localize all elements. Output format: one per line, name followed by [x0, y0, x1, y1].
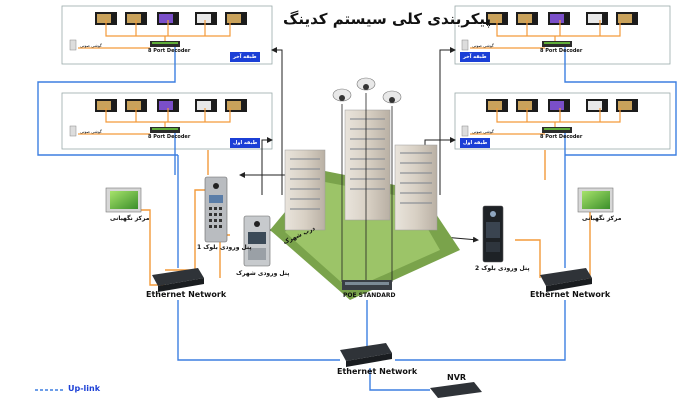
monitor-screen	[550, 101, 564, 110]
building-complex	[270, 109, 460, 300]
monitor-screen	[618, 101, 632, 110]
guard-label-left: مرکز نگهبانی	[110, 215, 150, 222]
monitor-screen	[159, 14, 173, 23]
guard-label-right: مرکز نگهبانی	[582, 215, 622, 222]
monitor-screen	[127, 101, 141, 110]
block1-panel-label: پنل ورودی بلوک 1	[197, 244, 252, 251]
decoder-label-mid-left: 8 Port Decoder	[148, 134, 191, 140]
nvr-label: NVR	[447, 373, 467, 382]
monitor-screen	[97, 101, 111, 110]
ethernet-label-left: Ethernet Network	[146, 290, 227, 299]
phone-label-mid-right: گوشی صوتی	[472, 129, 494, 134]
monitor-screen	[227, 101, 241, 110]
monitor-screen	[618, 14, 632, 23]
town-panel-label: پنل ورودی شهرک	[236, 270, 290, 277]
monitor-screen	[488, 101, 502, 110]
ethernet-label-center: Ethernet Network	[337, 367, 418, 376]
block2-panel-label: پنل ورودی بلوک 2	[475, 265, 530, 272]
decoder-top-left	[150, 41, 180, 47]
phone-label-mid-left: گوشی صوتی	[80, 129, 102, 134]
monitor-screen	[488, 14, 502, 23]
decoder-mid-left	[150, 127, 180, 133]
guard-monitor-right-icon	[577, 187, 614, 213]
floor-label-top-left: طبقه آخر	[230, 52, 260, 62]
phone-label-top-right: گوشی صوتی	[472, 43, 494, 48]
floor-label-mid-left: طبقه اول	[230, 138, 261, 148]
monitor-screen	[588, 101, 602, 110]
phone-label-top-left: گوشی صوتی	[80, 43, 102, 48]
nvr-icon	[430, 382, 482, 398]
poe-switch-icon	[342, 280, 392, 290]
monitor-screen	[97, 14, 111, 23]
monitor-screen	[159, 101, 173, 110]
decoder-label-top-right: 8 Port Decoder	[540, 48, 583, 54]
diagram-title: پیکربندی کلی سیستم کدینگ	[283, 10, 492, 28]
poe-label: POE STANDARD	[343, 292, 396, 299]
monitor-group	[95, 12, 638, 112]
decoder-mid-right	[542, 127, 572, 133]
floor-label-top-right: طبقه آخر	[460, 52, 490, 62]
monitor-screen	[127, 14, 141, 23]
monitor-screen	[197, 14, 211, 23]
monitor-screen	[550, 14, 564, 23]
floor-wiring	[78, 20, 621, 135]
decoder-label-mid-right: 8 Port Decoder	[540, 134, 583, 140]
dome-camera-icon	[332, 77, 402, 104]
ethernet-label-right: Ethernet Network	[530, 290, 611, 299]
block1-panel-icon	[204, 176, 228, 243]
monitor-screen	[197, 101, 211, 110]
camera-lines	[341, 93, 393, 282]
monitor-screen	[518, 14, 532, 23]
network-lines	[37, 47, 677, 391]
ethernet-switch-right-icon	[540, 268, 592, 292]
monitor-screen	[518, 101, 532, 110]
audio-phones	[69, 39, 469, 137]
ethernet-switch-left-icon	[152, 268, 204, 292]
town-panel-icon	[243, 215, 271, 267]
floor-label-mid-right: طبقه اول	[460, 138, 491, 148]
guard-monitor-left-icon	[105, 187, 142, 213]
block2-panel-icon	[482, 205, 504, 263]
monitor-screen	[227, 14, 241, 23]
monitor-screen	[588, 14, 602, 23]
ethernet-switch-center-icon	[340, 343, 392, 367]
uplink-legend-label: Up-link	[68, 384, 101, 393]
decoder-top-right	[542, 41, 572, 47]
decoder-label-top-left: 8 Port Decoder	[148, 48, 191, 54]
